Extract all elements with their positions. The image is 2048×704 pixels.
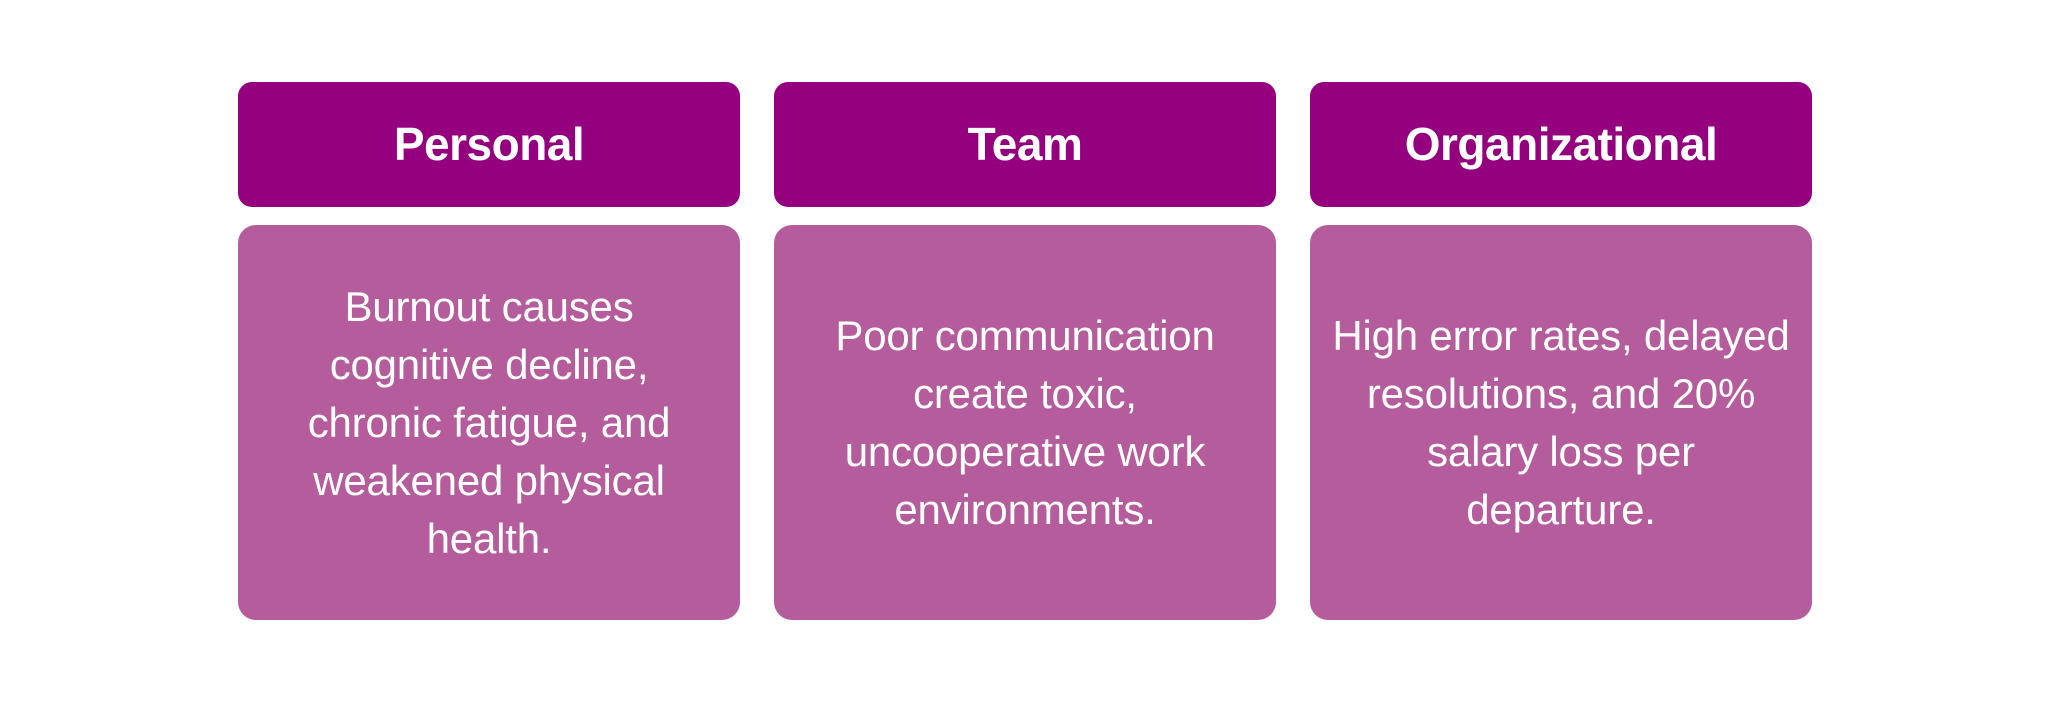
column-body-organizational: High error rates, delayed resolutions, a… xyxy=(1310,225,1812,620)
column-header-label: Organizational xyxy=(1404,118,1718,171)
column-body-text: Burnout causes cognitive decline, chroni… xyxy=(307,282,671,562)
column-gap xyxy=(1310,207,1812,225)
column-header-label: Personal xyxy=(393,118,585,171)
column-header-label: Team xyxy=(967,118,1083,171)
column-header-personal: Personal xyxy=(238,82,740,207)
column-header-organizational: Organizational xyxy=(1310,82,1812,207)
column-team: Team Poor communication create toxic, un… xyxy=(774,82,1276,620)
column-gap xyxy=(238,207,740,225)
column-body-text: High error rates, delayed resolutions, a… xyxy=(1332,311,1790,533)
column-gap xyxy=(774,207,1276,225)
column-header-team: Team xyxy=(774,82,1276,207)
column-organizational: Organizational High error rates, delayed… xyxy=(1310,82,1812,620)
column-body-text: Poor communication create toxic, uncoope… xyxy=(835,311,1215,533)
column-personal: Personal Burnout causes cognitive declin… xyxy=(238,82,740,620)
columns-container: Personal Burnout causes cognitive declin… xyxy=(238,82,1812,620)
column-body-personal: Burnout causes cognitive decline, chroni… xyxy=(238,225,740,620)
column-body-team: Poor communication create toxic, uncoope… xyxy=(774,225,1276,620)
